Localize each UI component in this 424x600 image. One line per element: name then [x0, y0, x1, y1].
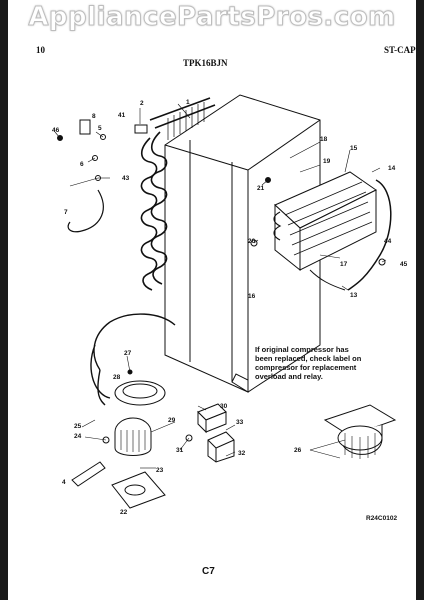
- compressor: [114, 417, 152, 456]
- callout-5: 5: [98, 125, 102, 132]
- callout-16: 16: [248, 293, 256, 300]
- condenser-coil: [140, 97, 216, 291]
- callout-46: 46: [52, 127, 60, 134]
- callout-15: 15: [350, 145, 358, 152]
- power-cord: [67, 189, 104, 233]
- callout-23: 23: [156, 467, 164, 474]
- callout-14: 14: [388, 165, 396, 172]
- callout-7: 7: [64, 209, 68, 216]
- callout-24: 24: [74, 433, 82, 440]
- callout-32: 32: [238, 450, 246, 457]
- evaporator-assembly: [273, 171, 377, 272]
- callout-4: 4: [62, 479, 66, 486]
- callout-44: 44: [384, 238, 392, 245]
- callout-25: 25: [74, 423, 82, 430]
- note-line: compressor for replacement: [255, 363, 357, 372]
- drain-pan: [114, 380, 166, 406]
- callout-33: 33: [236, 419, 244, 426]
- bracket-part: [79, 119, 91, 135]
- callout-17: 17: [340, 261, 348, 268]
- callout-22: 22: [120, 509, 128, 516]
- note-line: been replaced, check label on: [255, 354, 362, 363]
- callout-6: 6: [80, 161, 84, 168]
- callout-28: 28: [113, 374, 121, 381]
- note-line: If original compressor has: [255, 345, 349, 354]
- replacement-compressor: [323, 404, 397, 459]
- callout-45: 45: [400, 261, 408, 268]
- callout-1: 1: [186, 99, 190, 106]
- callout-21: 21: [257, 185, 265, 192]
- callout-27: 27: [124, 350, 132, 357]
- callout-8: 8: [92, 113, 96, 120]
- relay-overload: [197, 403, 227, 434]
- overload-cover: [207, 431, 235, 463]
- callout-43: 43: [122, 175, 130, 182]
- callout-31: 31: [176, 447, 184, 454]
- callout-13: 13: [350, 292, 358, 299]
- callout-18: 18: [320, 136, 328, 143]
- compressor-mount-plate: [111, 471, 166, 509]
- compressor-replacement-note: If original compressor has been replaced…: [255, 345, 383, 381]
- section-label: ST-CAP: [384, 45, 416, 55]
- callout-29: 29: [168, 417, 176, 424]
- callout-20: 20: [248, 238, 256, 245]
- capillary-tube: [347, 179, 392, 291]
- callout-41: 41: [118, 112, 126, 119]
- note-line: overload and relay.: [255, 372, 323, 381]
- callout-19: 19: [323, 158, 331, 165]
- grommet-part: [71, 461, 106, 487]
- refrigerator-cabinet: [164, 94, 321, 393]
- callout-2: 2: [140, 100, 144, 107]
- callout-30: 30: [220, 403, 228, 410]
- suction-line: [90, 321, 111, 399]
- model-number: TPK16BJN: [183, 58, 228, 68]
- reference-code: R24C0102: [366, 515, 398, 522]
- page-number: C7: [202, 566, 215, 577]
- watermark: AppliancePartsPros.com: [28, 2, 396, 33]
- callout-26: 26: [294, 447, 302, 454]
- page-left-number: 10: [36, 45, 45, 55]
